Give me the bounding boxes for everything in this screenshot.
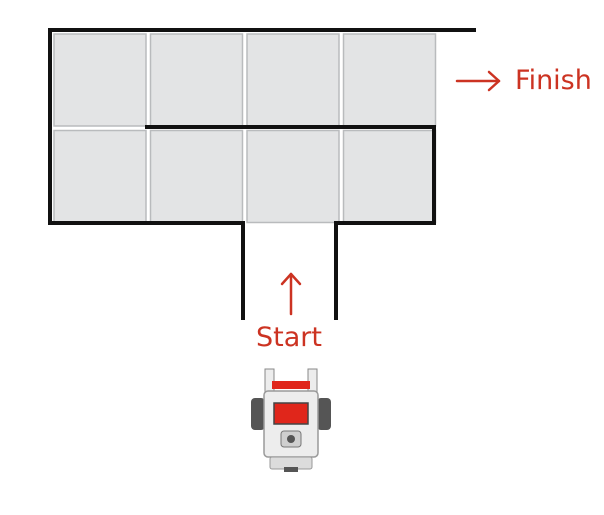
maze-tile bbox=[246, 129, 340, 224]
robot-caster bbox=[284, 467, 298, 472]
maze-tile bbox=[53, 33, 147, 127]
arrow-up-icon bbox=[280, 272, 302, 316]
maze-walls bbox=[48, 28, 476, 320]
robot-wheel-left bbox=[251, 398, 265, 430]
arrow-right-icon bbox=[455, 70, 501, 92]
maze-tile bbox=[342, 33, 437, 127]
robot-sensor-bar bbox=[272, 381, 310, 389]
maze-tile bbox=[342, 129, 437, 224]
finish-label: Finish bbox=[515, 65, 592, 96]
maze-tile bbox=[53, 129, 147, 224]
maze-tile bbox=[149, 129, 244, 224]
start-label: Start bbox=[256, 322, 322, 353]
robot-wheel-right bbox=[317, 398, 331, 430]
robot-center-button bbox=[287, 435, 295, 443]
robot-icon bbox=[251, 368, 331, 472]
robot-screen bbox=[273, 402, 309, 425]
maze-tiles bbox=[53, 33, 437, 224]
maze-tile bbox=[246, 33, 340, 127]
maze-tile bbox=[149, 33, 244, 127]
